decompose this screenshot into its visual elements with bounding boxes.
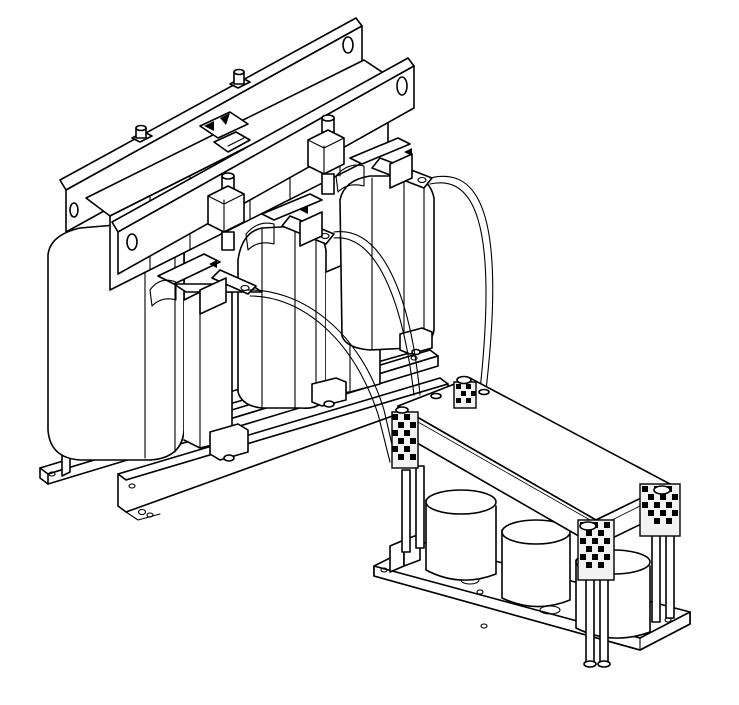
- bolt-rear-center: [229, 68, 251, 89]
- corner-bracket-back-right: [639, 483, 681, 537]
- cover-cable-glands: [395, 388, 490, 414]
- capacitor-support-rods: [401, 465, 675, 668]
- bolt-front-right: [307, 114, 345, 195]
- terminal-lug-right: [335, 137, 433, 193]
- corner-bracket-front-right: [577, 519, 615, 581]
- reactor-coil-left: [47, 221, 233, 461]
- top-core-clamp: [59, 17, 415, 291]
- connecting-cables: [245, 175, 494, 463]
- capacitor-can-2: [501, 519, 571, 608]
- reactor-coil-right: [339, 175, 435, 351]
- capacitor-can-1: [425, 489, 497, 581]
- bolt-rear-left: [131, 124, 153, 143]
- terminal-lug-left: [149, 253, 263, 315]
- bolt-front-center: [207, 172, 245, 251]
- terminal-lugs: [149, 137, 433, 315]
- coil-bottom-brackets: [209, 327, 433, 462]
- clamp-bolts: [131, 68, 345, 251]
- corner-bracket-back-left: [453, 375, 477, 409]
- terminal-lug-middle: [245, 193, 335, 251]
- corner-bracket-front-left: [391, 411, 419, 469]
- cover-corner-brackets: [391, 375, 681, 581]
